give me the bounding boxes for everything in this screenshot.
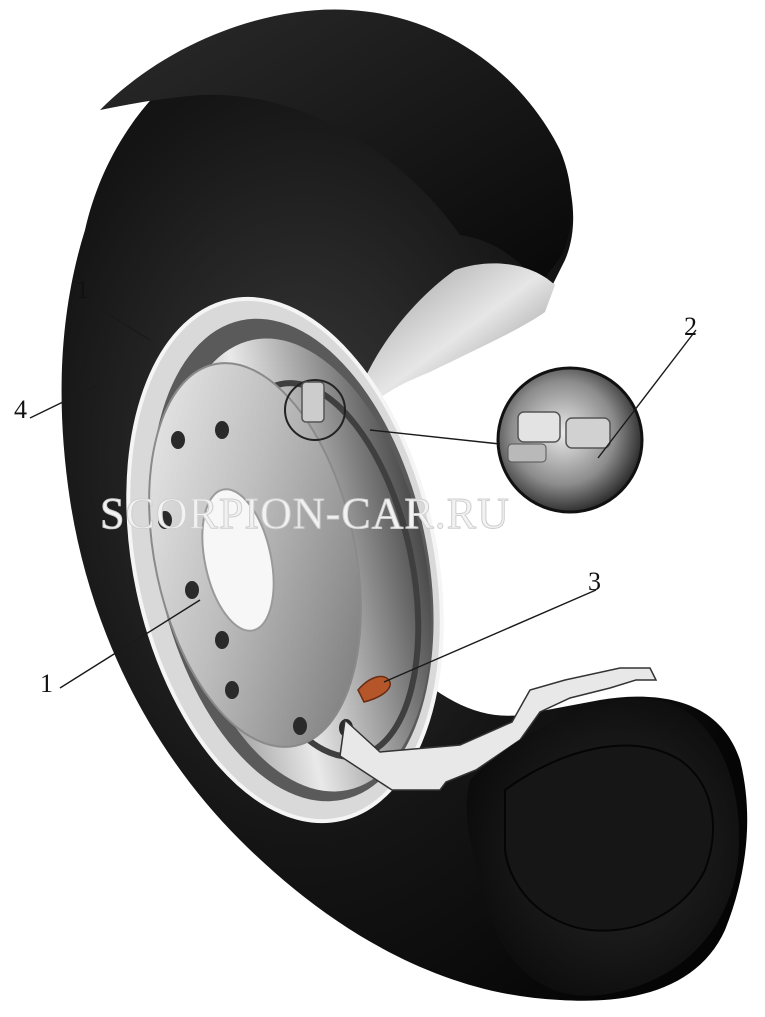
watermark: SCORPION-CAR.RU (100, 489, 510, 538)
leader-line-1-bottom (59, 599, 201, 689)
tire-section-cavity (504, 744, 714, 932)
stud-hole (171, 431, 185, 449)
callout-label-2: 2 (684, 312, 697, 341)
leader-line-zoom (369, 429, 501, 445)
stud-hole (215, 631, 229, 649)
leader-line-2 (597, 329, 697, 459)
zoom-ring-segment (507, 443, 547, 463)
lock-ring-segment (301, 381, 325, 423)
stud-hole (225, 681, 239, 699)
callout-label-4: 4 (14, 395, 27, 424)
callout-label-3: 3 (588, 567, 601, 596)
stud-hole (185, 581, 199, 599)
wheel-center-bore (201, 488, 275, 632)
callout-label-1-bottom: 1 (40, 669, 53, 698)
stud-holes (158, 421, 353, 737)
zoom-ring-segment (565, 417, 611, 449)
rim-barrel-top (365, 263, 555, 405)
leader-line-1-top (85, 299, 151, 341)
stud-hole (293, 717, 307, 735)
leader-line-4 (29, 384, 99, 419)
tire-tread-top (100, 9, 572, 285)
lock-ring-detail (284, 379, 346, 441)
zoom-ring-segment (517, 411, 561, 443)
zoom-detail (496, 366, 644, 514)
leader-line-3 (383, 589, 597, 683)
callout-label-1-top: 1 (76, 275, 89, 304)
valve-stem (357, 675, 391, 703)
stud-hole (158, 511, 172, 529)
stud-hole (215, 421, 229, 439)
rim-profile-section (339, 667, 658, 791)
